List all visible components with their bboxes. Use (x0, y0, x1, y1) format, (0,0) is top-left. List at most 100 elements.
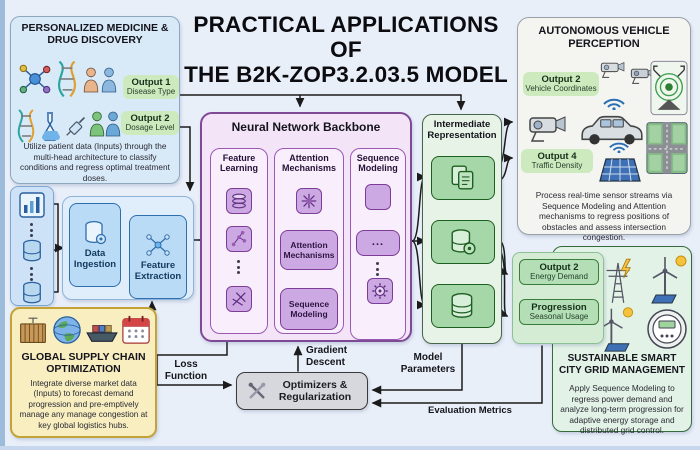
dna-icon (57, 60, 77, 98)
vehicle-description: Process real-time sensor streams via Seq… (535, 190, 673, 243)
sequence-modeling-box: Sequence Modeling (280, 288, 338, 330)
ellipsis-dots (376, 262, 379, 276)
panel-intermediate-representation: Intermediate Representation (422, 114, 502, 344)
panel-personalized-medicine: PERSONALIZED MEDICINE & DRUG DISCOVERY O… (10, 16, 180, 184)
input-sources-strip (10, 186, 54, 306)
database-gear-icon (85, 221, 107, 245)
solar-panel-icon (604, 343, 630, 352)
loss-function-label: Loss Function (164, 359, 208, 382)
sun-icon (622, 307, 634, 318)
medicine-description: Utilize patient data (Inputs) through th… (20, 141, 170, 183)
database-gear-icon (451, 229, 476, 255)
evaluation-metrics-label: Evaluation Metrics (428, 405, 512, 416)
intermediate-box-1 (431, 156, 495, 200)
weights-icon (232, 292, 246, 306)
optimizers-box: Optimizers & Regularization (236, 372, 368, 410)
vehicle-output4-value: Traffic Density (531, 160, 583, 170)
ellipsis-box: ... (356, 230, 400, 256)
vehicle-output2-value: Vehicle Coordinates (525, 83, 597, 93)
intermediate-title: Intermediate Representation (427, 119, 497, 141)
optimizers-label: Optimizers & Regularization (278, 378, 352, 403)
solar-panel-icon (651, 294, 677, 304)
database-icon (23, 239, 41, 262)
ellipsis-dots (237, 260, 240, 274)
vehicle-title: AUTONOMOUS VEHICLE PERCEPTION (538, 25, 670, 50)
backbone-title: Neural Network Backbone (231, 120, 381, 134)
panel-supply-chain: GLOBAL SUPPLY CHAIN OPTIMIZATION Integra… (10, 307, 157, 438)
output1-label: Output 1 (131, 77, 171, 88)
scatter-node (226, 226, 252, 252)
intermediate-box-3 (431, 284, 495, 328)
intersection-map-icon (646, 122, 688, 174)
person-icon (83, 67, 99, 93)
grid-progression-badge: Progression Seasonal Usage (519, 299, 599, 326)
database-icon (23, 281, 41, 304)
flask-icon (42, 112, 60, 141)
left-edge-strip (0, 0, 5, 450)
output1-value: Disease Type (126, 86, 176, 96)
shipping-container-icon (20, 317, 46, 344)
intermediate-box-2 (431, 220, 495, 264)
data-ingestion-label: Data Ingestion (73, 248, 117, 270)
gear-icon (372, 283, 388, 299)
wifi-icon (603, 98, 625, 110)
grid-progression-value: Seasonal Usage (529, 311, 589, 321)
gradient-descent-label: Gradient Descent (306, 345, 348, 368)
model-parameters-label: Model Parameters (400, 352, 456, 375)
camera-icon (529, 116, 566, 142)
scatter-icon (231, 230, 247, 247)
grid-description: Apply Sequence Modeling to regress power… (560, 383, 684, 436)
power-tower-icon (606, 258, 632, 303)
vehicle-output2-badge: Output 2 Vehicle Coordinates (523, 72, 599, 97)
documents-icon (451, 165, 474, 190)
layers-node (226, 188, 252, 214)
grid-output2-label: Output 2 (539, 262, 579, 273)
wind-turbine-icon (599, 307, 634, 352)
vehicle-output4-badge: Output 4 Traffic Density (521, 149, 593, 174)
supply-description: Integrate diverse market data (Inputs) t… (19, 379, 148, 430)
globe-icon (53, 316, 81, 344)
smart-meter-icon (647, 309, 687, 349)
weights-node (226, 286, 252, 312)
sequence-column-label: Sequence Modeling (356, 153, 400, 174)
grid-progression-label: Progression (531, 302, 587, 313)
person-icon (101, 67, 117, 93)
calendar-icon (122, 315, 150, 344)
feature-extraction-box: Feature Extraction (129, 215, 187, 299)
attention-icon (301, 193, 317, 209)
syringe-icon (66, 116, 86, 136)
output1-badge: Output 1 Disease Type (123, 75, 179, 100)
person-icon (89, 111, 105, 137)
panel-autonomous-vehicle: AUTONOMOUS VEHICLE PERCEPTION Output 2 V… (517, 17, 691, 242)
pipeline-container: Data Ingestion Feature Extraction (62, 196, 194, 300)
solar-panel-icon (599, 158, 641, 182)
hidden-state-node (365, 184, 391, 210)
lightning-icon (620, 258, 632, 279)
main-title-line1: PRACTICAL APPLICATIONS OF (193, 12, 499, 62)
grid-title: SUSTAINABLE SMART CITY GRID MANAGEMENT (559, 353, 685, 376)
bar-chart-icon (19, 192, 45, 218)
attention-mechanisms-box: Attention Mechanisms (280, 230, 338, 270)
medicine-title: PERSONALIZED MEDICINE & DRUG DISCOVERY (21, 22, 169, 47)
gear-node (367, 278, 393, 304)
bottom-edge-strip (0, 446, 700, 450)
ellipsis-dots (30, 267, 33, 281)
main-title-line2: THE B2K-ZOP3.2.03.5 MODEL (184, 61, 508, 87)
grid-output2-value: Energy Demand (530, 271, 588, 281)
person-icon (105, 111, 121, 137)
supply-title: GLOBAL SUPPLY CHAIN OPTIMIZATION (21, 351, 146, 376)
network-nodes-icon (146, 234, 170, 256)
feature-extraction-label: Feature Extraction (134, 260, 182, 282)
dna-icon (17, 109, 35, 143)
car-icon (581, 115, 643, 145)
ellipsis-dots (30, 223, 33, 237)
cargo-ship-icon (86, 325, 118, 342)
layers-icon (232, 193, 246, 209)
grid-output2-badge: Output 2 Energy Demand (519, 259, 599, 286)
cctv-camera-icon (600, 62, 625, 78)
wifi-icon (609, 142, 629, 153)
feature-learning-label: Feature Learning (219, 153, 258, 174)
tools-icon (248, 382, 266, 399)
attention-column-label: Attention Mechanisms (281, 153, 337, 174)
